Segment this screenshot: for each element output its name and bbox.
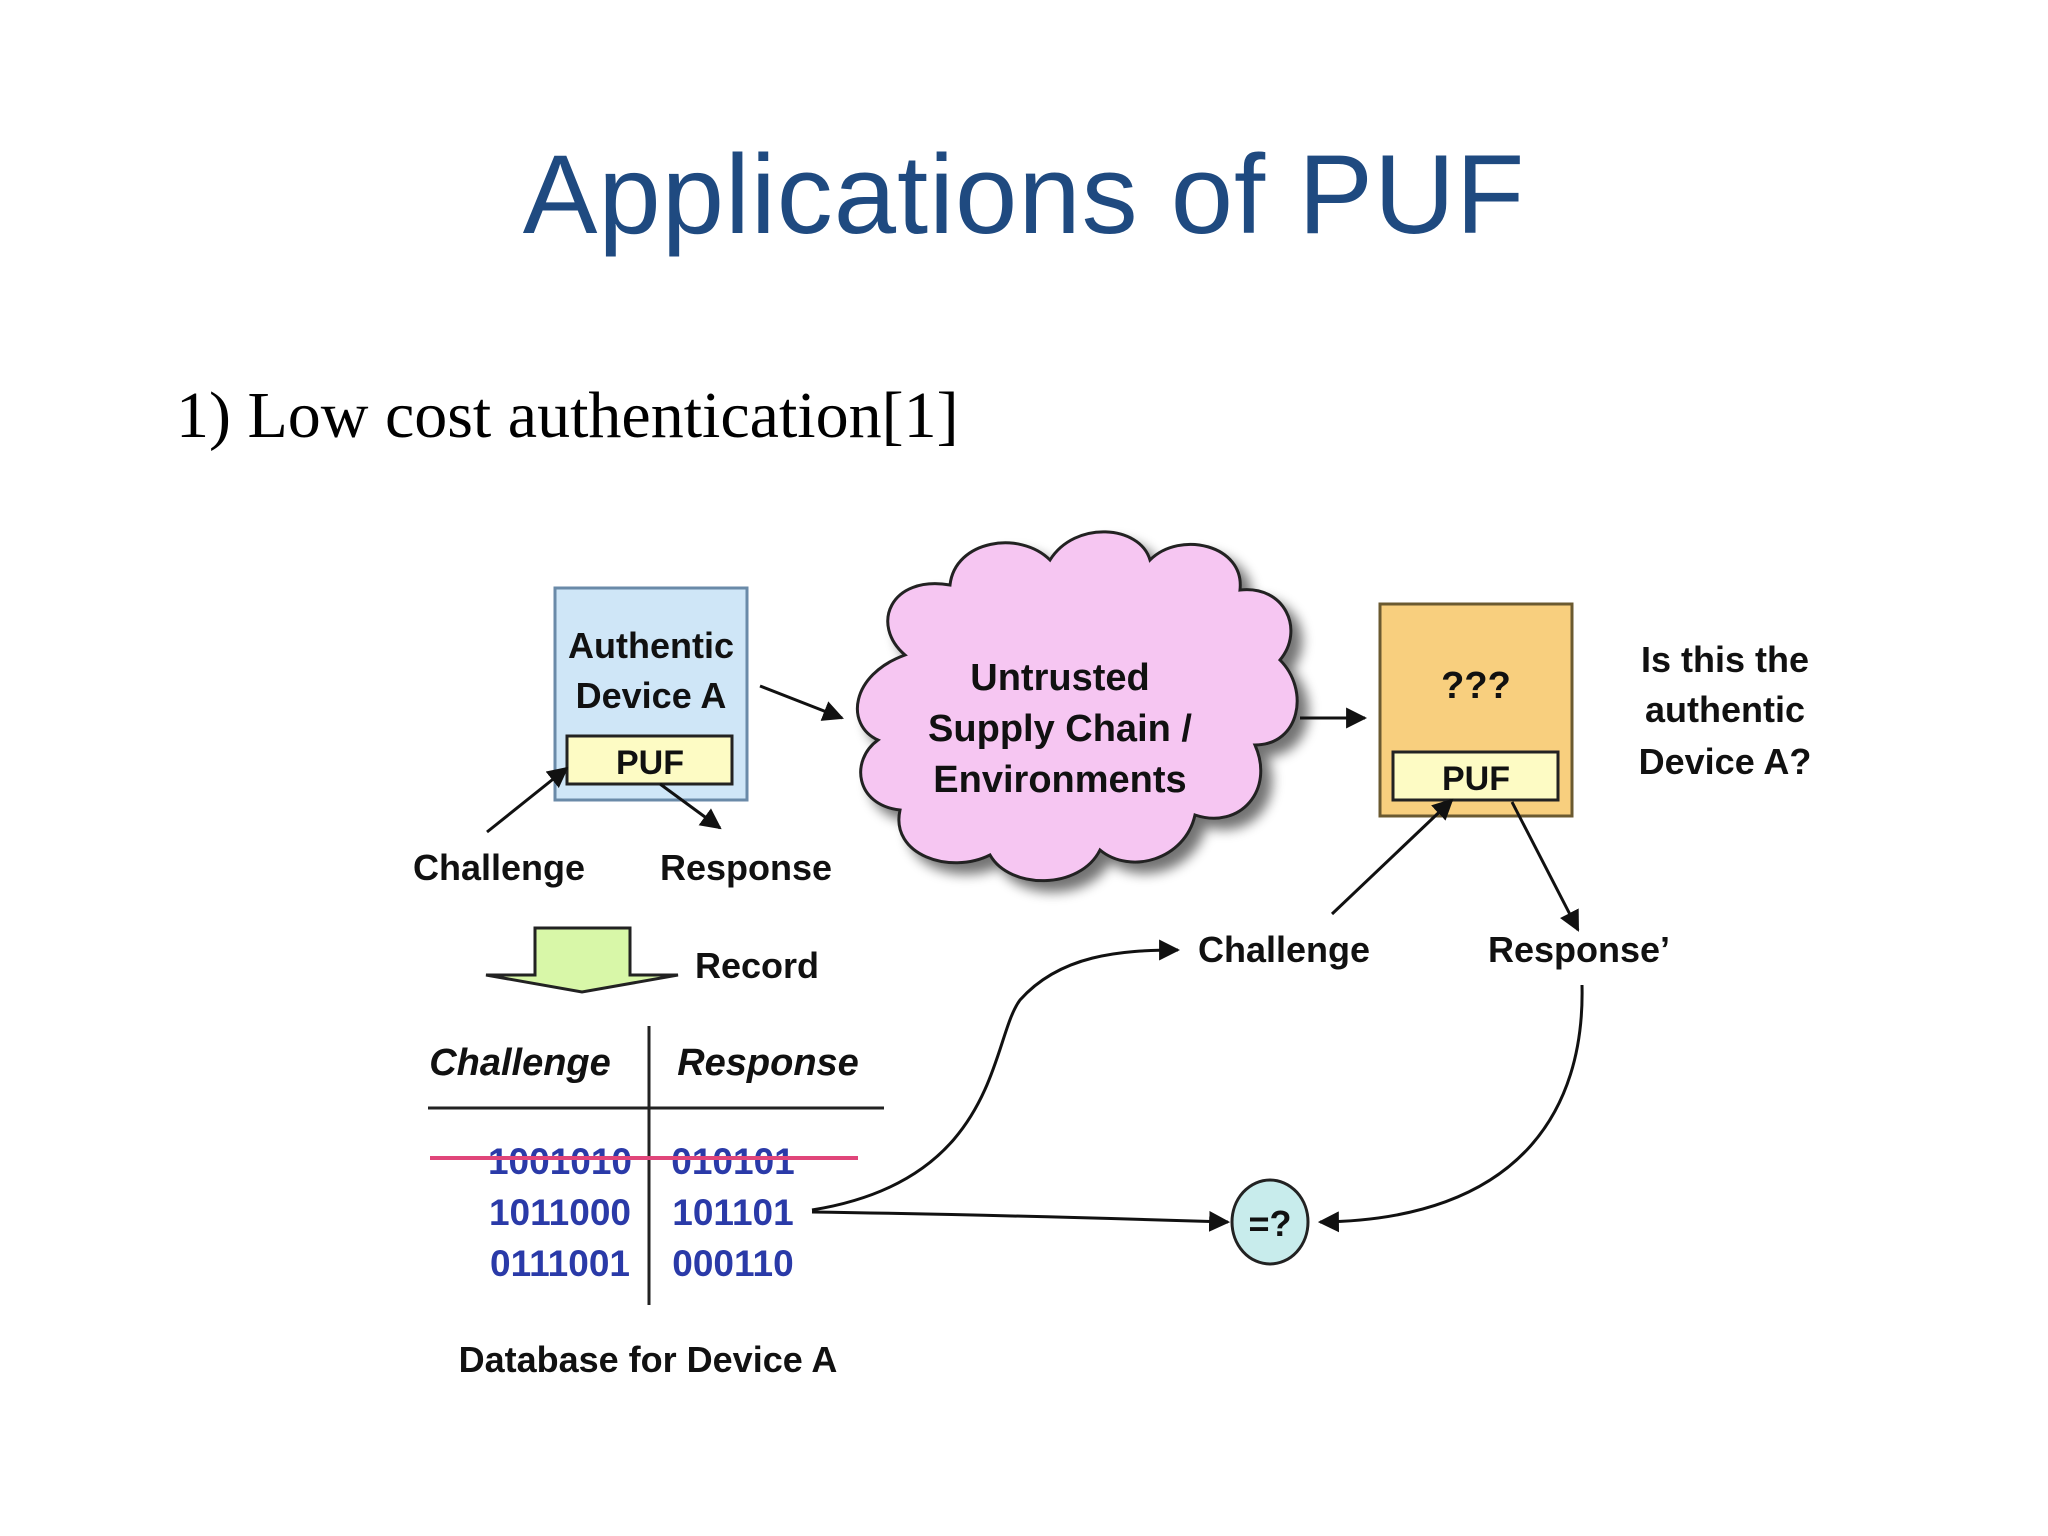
cloud-label-line1: Untrusted [970, 657, 1149, 699]
left-response-label: Response [660, 847, 832, 888]
authentic-device-box: Authentic Device A PUF [553, 586, 749, 802]
question-line3: Device A? [1639, 741, 1812, 782]
right-challenge-label: Challenge [1198, 929, 1370, 970]
record-arrow [485, 926, 679, 994]
unknown-device-box: ??? PUF [1378, 602, 1574, 818]
db-to-compare-arrow [811, 1210, 1231, 1232]
db-row2-challenge: 1011000 [489, 1192, 631, 1233]
db-col-response: Response [677, 1042, 859, 1084]
right-response-arrow [1510, 801, 1580, 932]
question-line2: authentic [1645, 689, 1805, 730]
db-row1-response: 010101 [671, 1141, 794, 1182]
question-line1: Is this the [1641, 639, 1809, 680]
cloud-label-line3: Environments [933, 759, 1186, 801]
slide-title: Applications of PUF [522, 132, 1526, 257]
db-row1-challenge: 1001010 [488, 1141, 632, 1182]
right-response-label: Response’ [1488, 929, 1670, 970]
slide-subtitle: 1) Low cost authentication[1] [176, 379, 959, 452]
left-response-arrow [659, 782, 722, 830]
left-challenge-arrow [486, 766, 569, 834]
authentic-device-label-line1: Authentic [568, 625, 734, 666]
untrusted-cloud [855, 530, 1299, 883]
unknown-device-label: ??? [1441, 665, 1511, 707]
compare-node: =? [1230, 1178, 1310, 1266]
record-label: Record [695, 945, 819, 986]
left-challenge-label: Challenge [413, 847, 585, 888]
response-to-compare-arrow [1317, 984, 1584, 1233]
db-row3-challenge: 0111001 [490, 1243, 630, 1284]
authentic-device-label-line2: Device A [576, 675, 727, 716]
db-caption: Database for Device A [459, 1339, 838, 1380]
compare-label: =? [1248, 1203, 1291, 1244]
db-row2-response: 101101 [672, 1192, 793, 1233]
db-col-challenge: Challenge [429, 1042, 611, 1084]
authentic-puf-label: PUF [616, 744, 684, 782]
cloud-label-line2: Supply Chain / [928, 708, 1192, 750]
device-to-cloud-arrow [759, 684, 844, 721]
right-challenge-arrow [1330, 798, 1454, 916]
unknown-puf-label: PUF [1442, 760, 1510, 798]
database-table: Challenge Response 1001010 010101 101100… [428, 1026, 884, 1380]
db-row3-response: 000110 [672, 1243, 793, 1284]
db-to-challenge-arrow [811, 939, 1181, 1212]
